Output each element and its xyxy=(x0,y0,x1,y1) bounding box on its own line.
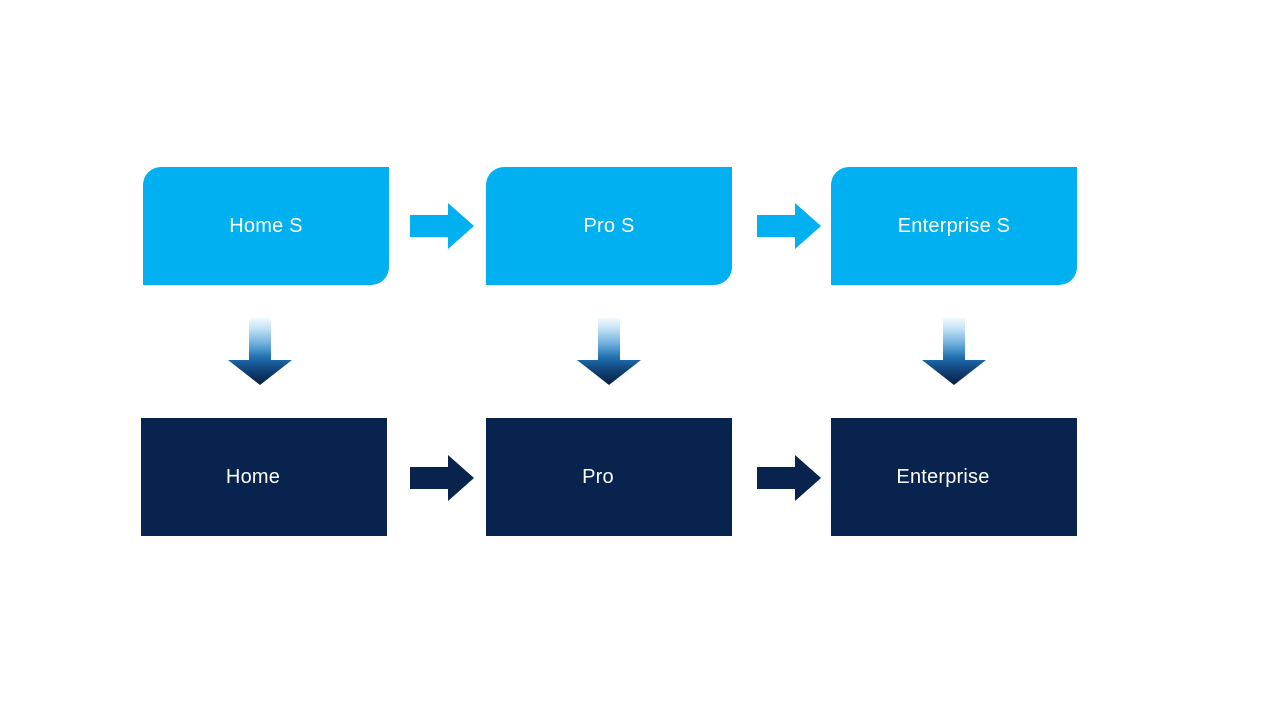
right-arrow-icon-bottom-1 xyxy=(410,455,474,501)
box-home-s: Home S xyxy=(143,167,389,285)
box-pro-s-label: Pro S xyxy=(583,214,635,237)
box-home-label: Home xyxy=(225,465,281,488)
down-arrow-icon-2 xyxy=(577,318,641,385)
box-home-s-label: Home S xyxy=(229,214,303,237)
box-pro: Pro xyxy=(486,418,732,536)
box-home: Home xyxy=(141,418,387,536)
down-arrow-icon-1 xyxy=(228,318,292,385)
box-enterprise-s: Enterprise S xyxy=(831,167,1077,285)
right-arrow-icon-top-2 xyxy=(757,203,821,249)
down-arrow-icon-3 xyxy=(922,318,986,385)
right-arrow-icon-top-1 xyxy=(410,203,474,249)
box-pro-s: Pro S xyxy=(486,167,732,285)
right-arrow-icon-bottom-2 xyxy=(757,455,821,501)
box-pro-label: Pro xyxy=(582,465,614,488)
box-enterprise: Enterprise xyxy=(831,418,1077,536)
box-enterprise-label: Enterprise xyxy=(896,465,990,488)
box-enterprise-s-label: Enterprise S xyxy=(897,214,1011,237)
